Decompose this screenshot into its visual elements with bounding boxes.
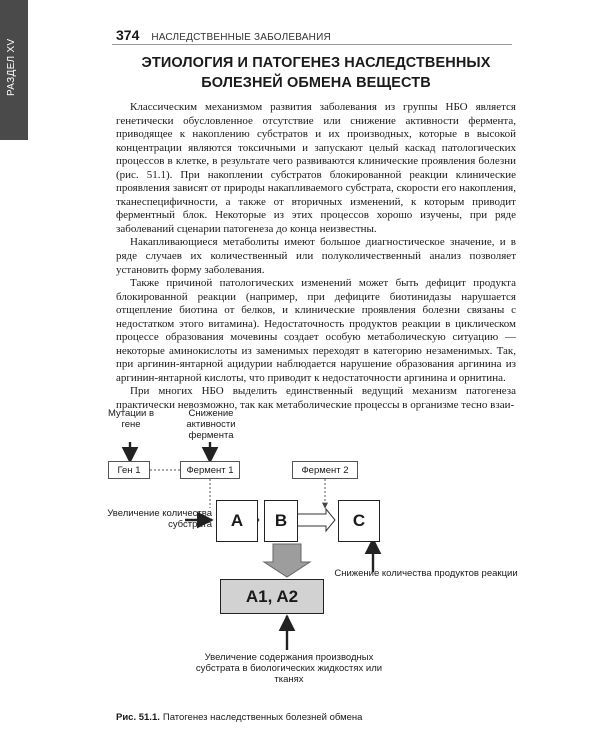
page-number: 374 xyxy=(116,27,140,43)
node-b: B xyxy=(264,500,298,542)
enzyme-2-box: Фермент 2 xyxy=(292,461,358,479)
label-derivatives-increase: Увеличение содержания производных субстр… xyxy=(195,652,383,685)
paragraph: При многих НБО выделить единственный вед… xyxy=(116,385,516,412)
node-a1-a2: A1, A2 xyxy=(220,579,324,614)
label-substrate-increase: Увеличение количества субстрата xyxy=(107,508,212,530)
paragraph: Классическим механизмом развития заболев… xyxy=(116,101,516,235)
figure-caption-text: Патогенез наследственных болезней обмена xyxy=(162,712,363,723)
figure-caption: Рис. 51.1.Патогенез наследственных болез… xyxy=(116,712,362,723)
label-mutation: Мутации в гене xyxy=(107,408,155,430)
label-products-decrease: Снижение количества продуктов реакции xyxy=(334,568,518,579)
section-label: РАЗДЕЛ XV xyxy=(6,38,17,96)
header-rule xyxy=(112,44,512,45)
node-a: A xyxy=(216,500,258,542)
figure-number: Рис. 51.1. xyxy=(116,712,160,723)
node-c: C xyxy=(338,500,380,542)
paragraph: Накапливающиеся метаболиты имеют большое… xyxy=(116,236,516,276)
paragraph: Также причиной патологических изменений … xyxy=(116,277,516,384)
derivative-conversion-arrow xyxy=(262,543,312,578)
running-title: НАСЛЕДСТВЕННЫЕ ЗАБОЛЕВАНИЯ xyxy=(151,32,331,43)
reaction-arrow-b-to-c xyxy=(293,507,336,533)
article-title: ЭТИОЛОГИЯ И ПАТОГЕНЕЗ НАСЛЕДСТВЕННЫХ БОЛ… xyxy=(141,55,491,91)
running-header: 374 НАСЛЕДСТВЕННЫЕ ЗАБОЛЕВАНИЯ xyxy=(116,27,331,43)
section-side-tab: РАЗДЕЛ XV xyxy=(0,0,28,140)
pathogenesis-diagram: Мутации в гене Снижение активности ферме… xyxy=(107,408,536,712)
enzyme-1-box: Фермент 1 xyxy=(180,461,240,479)
label-enzyme-activity-decrease: Снижение активности фермента xyxy=(186,408,236,441)
gene-box: Ген 1 xyxy=(108,461,150,479)
body-text: Классическим механизмом развития заболев… xyxy=(116,101,516,413)
